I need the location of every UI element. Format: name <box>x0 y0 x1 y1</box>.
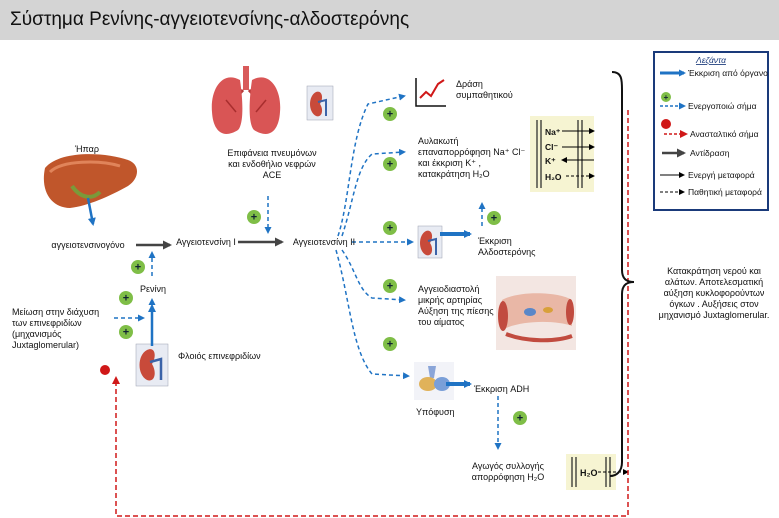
inhibitory-feedback-loop <box>112 110 629 517</box>
plus-badge: + <box>487 211 501 225</box>
water-label: H₂O <box>580 468 598 478</box>
svg-text:+: + <box>387 281 393 293</box>
liver-secretion-arrow <box>86 197 96 226</box>
perfusion-label: Μείωση στην διάχυση των επινεφριδίων (μη… <box>12 307 100 350</box>
liver-label: Ήπαρ <box>75 144 99 154</box>
result-label: Κατακράτηση νερού και αλάτων. Αποτελεσμα… <box>658 266 770 320</box>
title-bar: Σύστημα Ρενίνης-αγγειοτενσίνης-αλδοστερό… <box>0 0 779 40</box>
liver-illustration <box>43 154 137 208</box>
legend-label-passive: Παθητική μεταφορά <box>688 187 762 197</box>
ion-label-h2o: H₂O <box>545 172 562 182</box>
plus-badge: + <box>383 107 397 121</box>
legend-heading: Λεζάντα <box>695 55 727 65</box>
angiotensinogen-label: αγγειοτενσινογόνο <box>51 240 125 250</box>
collecting-duct-label: Αγωγός συλλογής απορρόφηση H₂O <box>471 461 545 482</box>
svg-text:+: + <box>387 223 393 235</box>
kidney-icon-middle <box>417 225 443 259</box>
plus-badge: + <box>383 337 397 351</box>
legend: Λεζάντα Έκκριση από όργανο + Ενεργοποιώ … <box>653 51 769 211</box>
ion-label-cl: Cl⁻ <box>545 142 559 152</box>
renin-label: Ρενίνη <box>139 284 167 294</box>
svg-text:+: + <box>491 213 497 225</box>
plus-badge: + <box>119 291 133 305</box>
legend-plus-swatch <box>661 92 671 102</box>
svg-text:+: + <box>517 413 523 425</box>
plus-badge: + <box>247 210 261 224</box>
legend-label-reaction: Αντίδραση <box>690 148 730 158</box>
plus-badge: + <box>383 279 397 293</box>
svg-text:+: + <box>387 159 393 171</box>
arteriole-illustration <box>496 276 576 350</box>
arteriole-label: Αγγειοδιαστολή μικρής αρτηρίας Αύξηση τη… <box>418 284 494 327</box>
legend-label-activating: Ενεργοποιώ σήμα <box>688 101 757 111</box>
sympathetic-label: Δράση συμπαθητικού <box>456 79 513 100</box>
ion-transport-panel <box>530 116 595 192</box>
lung-ace-label: Επιφάνεια πνευμόνων και ενδοθήλιο νεφρών… <box>227 148 317 180</box>
legend-label-active: Ενεργή μεταφορά <box>688 170 755 180</box>
svg-text:+: + <box>387 109 393 121</box>
kidney-icon-bottom <box>135 343 169 387</box>
activating-badges: + + + + + + + + + + + <box>119 107 527 425</box>
adrenal-cortex-label: Φλοιός επινεφριδίων <box>178 351 261 361</box>
legend-inhibitory-dot <box>661 119 671 129</box>
ion-label-na: Na⁺ <box>545 127 561 137</box>
svg-text:+: + <box>135 262 141 274</box>
angiotensin-1-label: Αγγειοτενσίνη Ι <box>176 237 236 247</box>
sympathetic-graph-icon <box>415 78 446 107</box>
water-panel <box>566 454 629 490</box>
svg-text:+: + <box>123 293 129 305</box>
pituitary-illustration <box>414 362 454 400</box>
plus-badge: + <box>131 260 145 274</box>
plus-badge: + <box>383 221 397 235</box>
page-title: Σύστημα Ρενίνης-αγγειοτενσίνης-αλδοστερό… <box>10 9 410 30</box>
svg-text:+: + <box>123 327 129 339</box>
inhibitory-marker <box>100 365 110 375</box>
angiotensin-2-label: Αγγειοτενσίνη ΙΙ <box>292 237 356 247</box>
aldosterone-label: Έκκριση Αλδοστερόνης <box>478 236 536 257</box>
adh-label: Έκκριση ADH <box>474 384 530 394</box>
tubular-label: Αυλακωτή επαναπορρόφηση Na⁺ Cl⁻ και έκκρ… <box>418 136 526 179</box>
svg-text:+: + <box>387 339 393 351</box>
plus-badge: + <box>513 411 527 425</box>
kidney-icon-top <box>306 85 334 121</box>
pituitary-label: Υπόφυση <box>416 407 455 417</box>
legend-label-secretion: Έκκριση από όργανο <box>687 68 768 78</box>
ion-label-k: K⁺ <box>545 156 556 166</box>
legend-label-inhibitory: Ανασταλτικό σήμα <box>690 129 759 139</box>
plus-badge: + <box>383 157 397 171</box>
svg-text:+: + <box>251 212 257 224</box>
result-bracket <box>609 71 635 477</box>
svg-text:+: + <box>664 93 669 102</box>
lungs-illustration <box>211 66 281 134</box>
plus-badge: + <box>119 325 133 339</box>
